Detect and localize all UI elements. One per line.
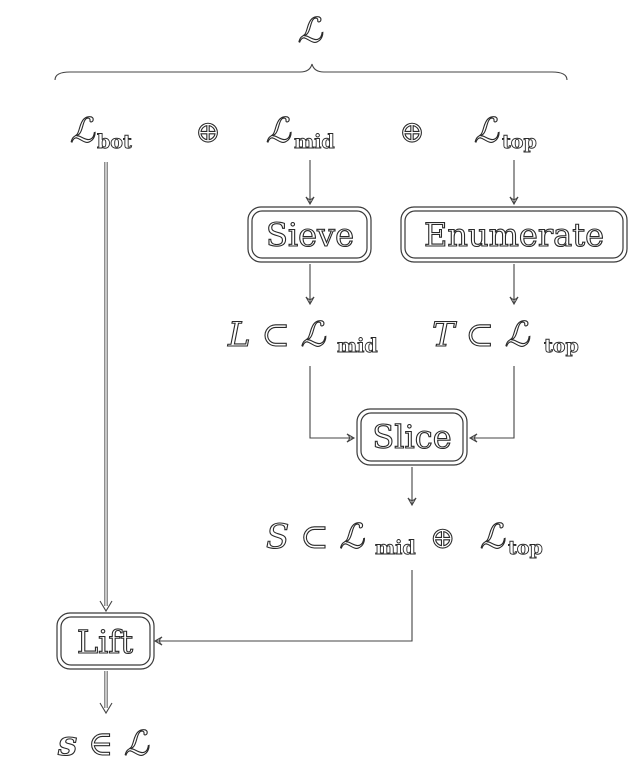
element-s: s ∈ ℒ (56, 723, 150, 764)
part-top-sub: top (502, 131, 537, 153)
set-T-sub: top (544, 335, 579, 357)
svg-text:S ⊂ ℒ: S ⊂ ℒ (266, 517, 365, 557)
enumerate-label: Enumerate (424, 216, 604, 254)
set-S-var: S (266, 517, 289, 557)
set-S-rel: ⊂ (289, 517, 339, 557)
edge-S-to-lift (153, 570, 413, 646)
element-s-base: ℒ (124, 724, 150, 764)
set-L-var: L (227, 315, 251, 355)
oplus-1: ⊕ (195, 115, 220, 150)
enumerate-box: Enumerate (400, 206, 628, 263)
lift-box: Lift (56, 612, 155, 670)
set-L-sub: mid (337, 335, 378, 357)
set-L: L ⊂ ℒ mid (226, 314, 378, 357)
edge-L-to-slice (309, 366, 356, 443)
set-T-base: ℒ (505, 315, 531, 355)
part-bot: ℒ bot (69, 110, 132, 153)
element-s-var: s (57, 724, 77, 764)
svg-text:T ⊂ ℒ: T ⊂ ℒ (432, 315, 531, 355)
set-T-var: T (432, 315, 457, 355)
slice-label: Slice (372, 418, 451, 456)
set-S-sub1: mid (375, 537, 416, 559)
overbrace (54, 63, 568, 81)
part-mid-sub: mid (294, 131, 335, 153)
edge-T-to-slice (468, 366, 515, 443)
part-bot-sub: bot (97, 131, 132, 153)
part-top-base: ℒ (474, 111, 500, 151)
svg-text:L ⊂ ℒ: L ⊂ ℒ (227, 315, 327, 355)
slice-box: Slice (356, 408, 468, 466)
set-L-rel: ⊂ (251, 315, 301, 355)
part-bot-base: ℒ (70, 111, 96, 151)
set-S-sub2: top (508, 537, 543, 559)
oplus-2: ⊕ (399, 115, 424, 150)
top-language-symbol: ℒ (298, 11, 324, 51)
element-s-rel: ∈ (77, 724, 124, 764)
part-mid: ℒ mid (265, 110, 335, 153)
sieve-box: Sieve (247, 206, 372, 263)
set-T-rel: ⊂ (455, 315, 505, 355)
set-T: T ⊂ ℒ top (431, 314, 579, 357)
set-S: S ⊂ ℒ mid ⊕ ℒ top (265, 516, 543, 559)
part-mid-base: ℒ (266, 111, 292, 151)
set-S-op: ⊕ (430, 521, 455, 556)
svg-text:s ∈ ℒ: s ∈ ℒ (57, 724, 150, 764)
set-S-base2: ℒ (480, 517, 506, 557)
sieve-label: Sieve (266, 216, 354, 254)
part-top: ℒ top (473, 110, 537, 153)
set-L-base: ℒ (301, 315, 327, 355)
lift-label: Lift (77, 623, 133, 661)
set-S-base1: ℒ (339, 517, 365, 557)
